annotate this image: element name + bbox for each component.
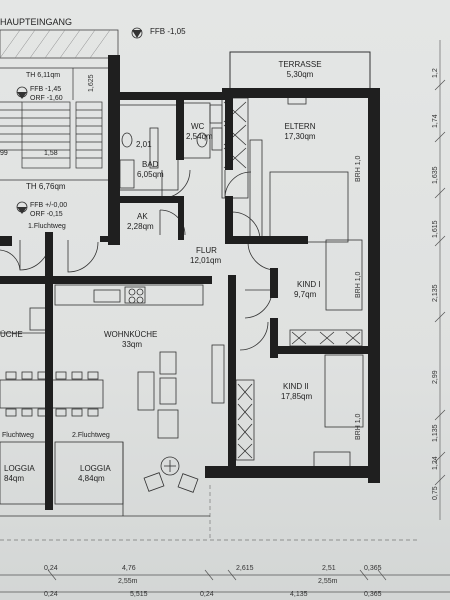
brh-eltern: BRH 1,0: [355, 155, 362, 182]
wall-exterior-right: [368, 88, 380, 483]
fluchtweg-second: 2.Fluchtweg: [72, 432, 110, 439]
loggia-right-area: 4,84qm: [78, 474, 105, 483]
bad-name: BAD: [142, 160, 159, 169]
stair-ffb-top: FFB -1,45: [30, 86, 62, 93]
wall-kind1-left: [270, 268, 278, 298]
right-dimension-ticks: [434, 79, 446, 486]
entrance-strip: [0, 29, 119, 59]
right-dim-9: 0,75: [432, 486, 439, 500]
wall-stair-bottom: [100, 236, 120, 242]
wall-eltern-bottom: [228, 236, 308, 244]
wohnkueche-area: 33qm: [122, 340, 143, 349]
wall-flur-eltern-upper: [225, 98, 233, 170]
right-dim-2: 1,74: [432, 114, 439, 128]
bottom-dim-r1-3: 2,51: [322, 565, 336, 572]
kind1-area: 9,7qm: [294, 290, 317, 299]
right-dim-4: 1,615: [432, 220, 439, 238]
bottom-dim-r2-1: 2,55m: [318, 578, 338, 585]
right-dim-5: 2,135: [432, 284, 439, 302]
wohnkueche-name: WOHNKÜCHE: [104, 330, 158, 339]
eltern-furniture: [221, 91, 349, 243]
loggia-left-area: 84qm: [4, 474, 25, 483]
flur-area: 12,01qm: [190, 256, 222, 265]
wc-name: WC: [191, 122, 205, 131]
loggia-left-name: LOGGIA: [4, 464, 35, 473]
bottom-dim-r3-4: 0,365: [364, 591, 382, 598]
entrance-label: HAUPTEINGANG: [0, 17, 73, 27]
right-dim-3: 1,635: [432, 166, 439, 184]
stair-fluchtweg-1: 1.Fluchtweg: [28, 223, 66, 230]
stair-th-mid: TH 6,76qm: [26, 182, 66, 191]
wall-kind1-left-lower: [270, 318, 278, 358]
level-marker-top: [132, 30, 142, 38]
stair-ffb-mid: FFB +/-0,00: [30, 202, 68, 209]
bottom-dim-r1-4: 0,365: [364, 565, 382, 572]
loggia-right-name: LOGGIA: [80, 464, 111, 473]
wall-bath-wc: [176, 98, 184, 160]
wall-bad-bottom: [114, 196, 184, 203]
stair-level-markers: [16, 86, 28, 214]
brh-kind1: BRH 1,0: [355, 271, 362, 298]
ffb-top-label: FFB -1,05: [150, 27, 186, 36]
kind2-area: 17,85qm: [281, 392, 313, 401]
kind2-furniture: [235, 321, 364, 471]
brh-kind2: BRH 1,0: [355, 413, 362, 440]
bottom-dim-r3-3: 4,135: [290, 591, 308, 598]
ak-name: AK: [137, 212, 148, 221]
bottom-dim-r1-0: 0,24: [44, 565, 58, 572]
terrasse-name: TERRASSE: [278, 60, 322, 69]
bottom-dim-r2-0: 2,55m: [118, 578, 138, 585]
kind1-name: KIND I: [297, 280, 321, 289]
wall-flur-eltern-lower: [225, 196, 233, 244]
bottom-dim-r1-2: 2,615: [236, 565, 254, 572]
flur-name: FLUR: [196, 246, 217, 255]
bad-dimension: 2,01: [136, 140, 152, 149]
stair-orf-top: ORF -1,60: [30, 95, 63, 102]
bottom-dimension-lines: [0, 569, 450, 593]
stair-dim-99: 99: [0, 150, 8, 157]
wall-bottom-kind2: [205, 466, 380, 478]
wall-loggia-divider: [45, 232, 53, 510]
right-dim-1: 1,2: [432, 68, 439, 78]
right-dim-7: 1,135: [432, 424, 439, 442]
stair-th-top: TH 6,11qm: [26, 72, 61, 79]
fluchtweg-left: Fluchtweg: [2, 432, 34, 439]
kitchen-furniture: [54, 284, 225, 493]
bottom-dim-r3-1: 5,515: [130, 591, 148, 598]
right-dim-8: 1,24: [432, 456, 439, 470]
bottom-dim-r1-1: 4,76: [122, 565, 136, 572]
wall-left-stub: [0, 236, 12, 246]
ak-area: 2,28qm: [127, 222, 154, 231]
ak-door: [159, 209, 186, 236]
wall-bath-top: [118, 92, 230, 100]
staircase: [0, 67, 118, 181]
wall-kind1-bottom: [270, 346, 370, 354]
stair-dim-158: 1,58: [44, 150, 58, 157]
bottom-dim-r3-0: 0,24: [44, 591, 58, 598]
wall-stair-right: [108, 55, 120, 245]
eltern-name: ELTERN: [284, 122, 316, 131]
bad-area: 6,05qm: [137, 170, 164, 179]
wall-kind2-left: [228, 275, 236, 470]
wall-eltern-top: [222, 88, 378, 98]
eltern-area: 17,30qm: [284, 132, 316, 141]
terrasse-area: 5,30qm: [286, 70, 314, 79]
wc-area: 2,54qm: [186, 132, 213, 141]
kind2-name: KIND II: [283, 382, 309, 391]
right-dim-6: 2,99: [432, 370, 439, 384]
loggia-areas: [0, 441, 210, 517]
kueche-left-name: ÜCHE: [0, 330, 23, 339]
wall-ak-right: [178, 196, 184, 240]
wall-kitchen-top: [0, 276, 212, 284]
bottom-dim-r3-2: 0,24: [200, 591, 214, 598]
stair-dim-1625: 1,625: [88, 74, 95, 92]
stair-orf-mid: ORF -0,15: [30, 211, 63, 218]
